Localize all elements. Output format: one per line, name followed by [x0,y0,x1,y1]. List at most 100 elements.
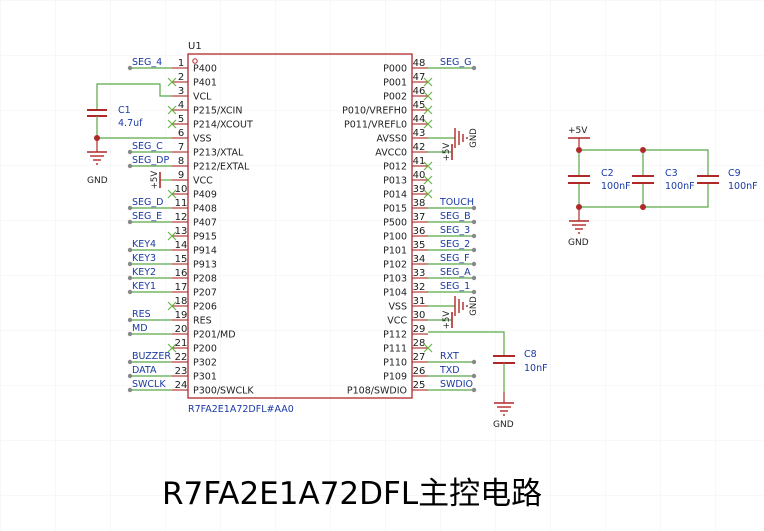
pin-name: P014 [383,190,407,201]
c1-wire [96,83,172,110]
pin-number: 2 [178,72,184,83]
net-label: KEY4 [132,239,156,250]
pin-name: P208 [193,274,217,285]
pin-name: P112 [383,330,407,341]
pin-number: 12 [175,212,188,223]
pin-number: 44 [413,114,426,125]
net-label: KEY2 [132,267,156,278]
net-label: SEG_A [440,267,471,278]
net-end-dot [127,149,133,155]
c2-symbol [568,175,590,184]
pin-number: 38 [413,198,426,209]
pin-number: 21 [175,338,188,349]
net-label: SEG_F [440,253,470,264]
pin-name: P012 [383,162,407,173]
net-end-dot [127,289,133,295]
pin-name: VCC [193,176,213,187]
no-connect-icon [423,77,433,87]
pin-name: P103 [383,274,407,285]
net-label: SEG_2 [440,239,470,250]
dec-vcc-label: +5V [568,126,588,136]
pin-number: 3 [178,86,184,97]
dec-junction-1 [576,147,582,153]
c1-capacitor[interactable]: C1 4.7uf GND [87,83,172,186]
pin-name: P301 [193,372,217,383]
pin-name: P110 [383,358,407,369]
pin-number: 39 [413,184,426,195]
pin-name: P102 [383,260,407,271]
vcc-symbol-label: +5V [442,143,452,162]
net-end-dot [127,317,133,323]
decoupling-caps[interactable]: +5V C2 100nF C3 100nF C9 100nF GND [568,126,758,248]
pin-number: 46 [413,86,426,97]
c8-capacitor[interactable]: GND C8 10nF [428,331,548,430]
pin-number: 25 [413,380,426,391]
pin-number: 9 [178,170,184,181]
pin-number: 34 [413,254,426,265]
net-end-dot [471,261,477,267]
gnd-label: GND [469,128,479,148]
pin-name: P409 [193,190,217,201]
pin-number: 42 [413,142,426,153]
net-end-dot [471,373,477,379]
pin-name: P913 [193,260,217,271]
gnd-symbol [454,296,468,316]
net-end-dot [127,373,133,379]
c9-ref: C9 [728,168,741,179]
no-connect-icon [423,175,433,185]
pin-name: P013 [383,176,407,187]
c8-value: 10nF [524,363,548,374]
vcc-symbol: +5V [150,171,161,189]
